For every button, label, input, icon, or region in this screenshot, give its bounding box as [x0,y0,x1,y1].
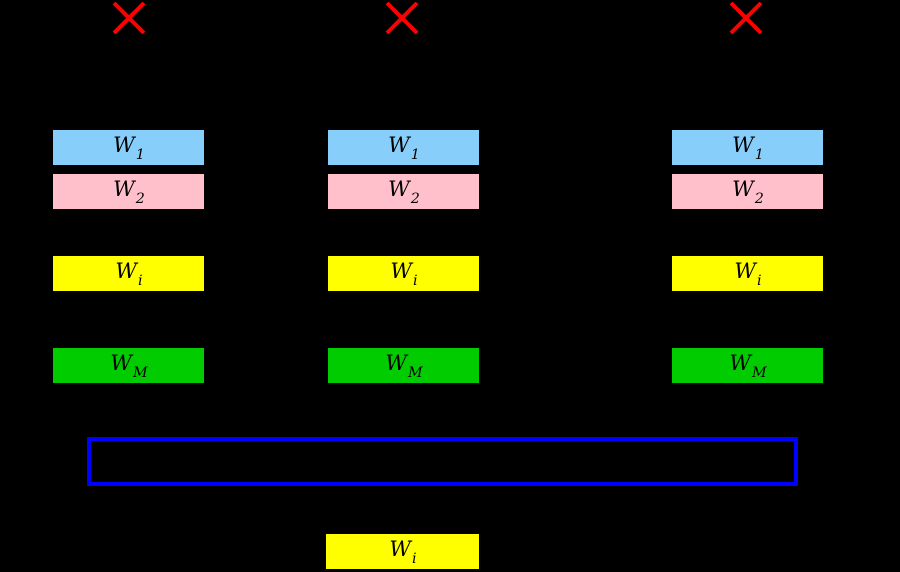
weight-block-w1: W1 [328,130,479,165]
weight-block-w1: W1 [672,130,823,165]
weight-block-wi: Wi [328,256,479,291]
erasure-x-icon [729,2,763,34]
weight-block-wi: Wi [672,256,823,291]
weight-label: Wi [115,258,143,289]
blue-outlined-rectangle [87,437,798,486]
erasure-x-icon [112,2,146,34]
weight-block-w2: W2 [672,174,823,209]
weight-label: WM [729,350,767,381]
weight-label: W1 [113,132,145,163]
weight-label: W2 [388,176,420,207]
weight-block-w2: W2 [328,174,479,209]
weight-block-wm: WM [328,348,479,383]
output-block-wi: Wi [326,534,479,569]
weight-block-wm: WM [672,348,823,383]
weight-label: W1 [388,132,420,163]
weight-label: W2 [113,176,145,207]
weight-label: WM [110,350,148,381]
weight-label: W1 [732,132,764,163]
weight-block-wi: Wi [53,256,204,291]
weight-label: WM [385,350,423,381]
weight-label: Wi [390,258,418,289]
weight-block-w2: W2 [53,174,204,209]
weight-label: W2 [732,176,764,207]
weight-block-wm: WM [53,348,204,383]
erasure-x-icon [385,2,419,34]
weight-label: Wi [734,258,762,289]
weight-block-w1: W1 [53,130,204,165]
weight-label: Wi [389,536,417,567]
